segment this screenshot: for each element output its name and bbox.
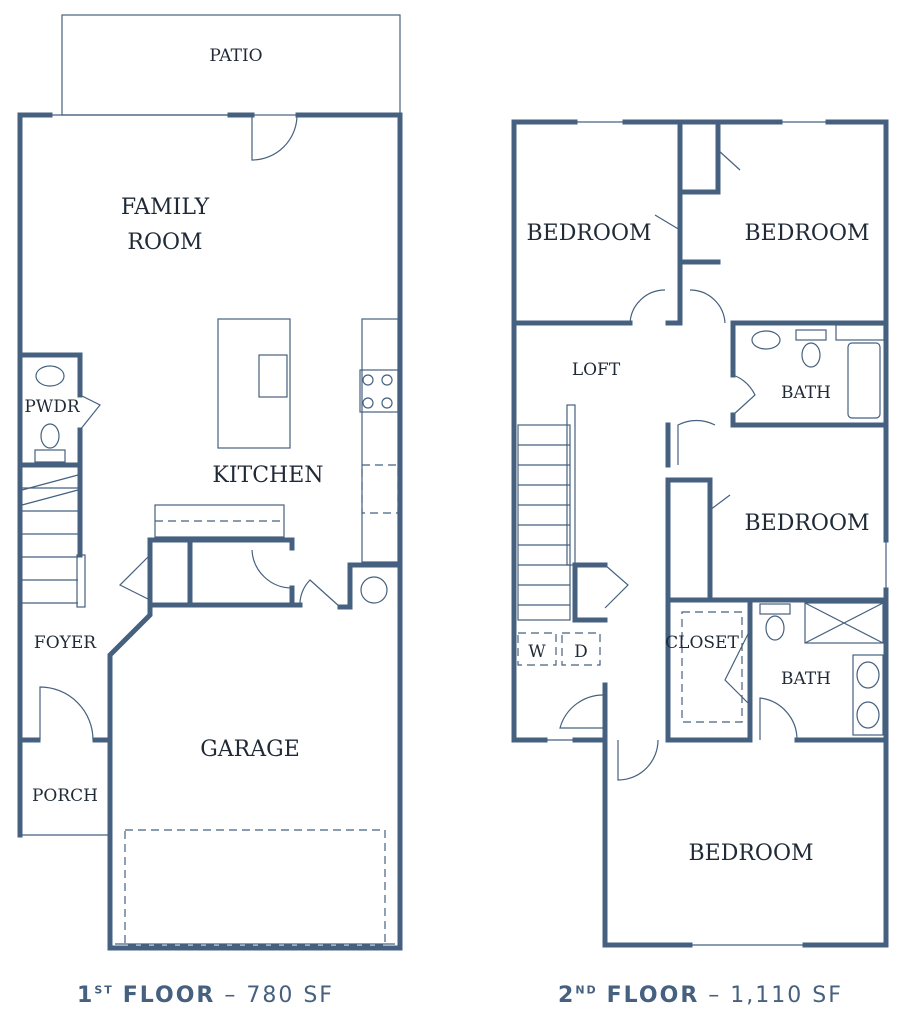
shower bbox=[804, 602, 884, 644]
patio-door bbox=[251, 114, 298, 161]
second-floor-plan: W D BEDROOM BEDROOM LOFT BATH BEDROOM CL… bbox=[511, 119, 889, 948]
label-loft: LOFT bbox=[572, 360, 621, 380]
caption-suffix: ND bbox=[575, 983, 598, 997]
counter bbox=[361, 318, 399, 563]
washer bbox=[517, 632, 557, 666]
pwdr-door bbox=[79, 394, 101, 431]
pwdr-sink bbox=[35, 365, 65, 387]
caption-num: 1 bbox=[77, 983, 95, 1008]
label-porch: PORCH bbox=[32, 786, 98, 806]
closet-shelf bbox=[681, 611, 743, 723]
label-bedroom-1: BEDROOM bbox=[526, 221, 651, 246]
coat-closet-door bbox=[118, 554, 151, 601]
pantry-door bbox=[251, 549, 293, 589]
linen-door bbox=[604, 564, 629, 609]
label-bath-1: BATH bbox=[781, 383, 831, 403]
water-heater bbox=[360, 576, 388, 604]
label-family: FAMILY bbox=[121, 195, 210, 220]
range bbox=[359, 369, 399, 413]
label-bedroom-3: BEDROOM bbox=[744, 511, 869, 536]
label-patio: PATIO bbox=[209, 46, 262, 66]
label-family-room: ROOM bbox=[127, 230, 202, 255]
label-closet: CLOSET bbox=[665, 633, 739, 653]
kitchen-island bbox=[217, 318, 291, 449]
closet-doors bbox=[654, 149, 741, 231]
bedroom-doors bbox=[629, 289, 726, 324]
first-floor-caption: 1ST FLOOR – 780 SF bbox=[77, 983, 334, 1008]
second-floor-caption: 2ND FLOOR – 1,110 SF bbox=[558, 983, 843, 1008]
second-floor-walls bbox=[511, 119, 889, 948]
double-vanity bbox=[852, 654, 884, 736]
caption-num: 2 bbox=[558, 983, 576, 1008]
caption-area: – 1,110 SF bbox=[708, 983, 843, 1008]
label-dryer: D bbox=[574, 642, 588, 662]
label-foyer: FOYER bbox=[34, 633, 97, 653]
caption-suffix: ST bbox=[94, 983, 114, 997]
bath-door bbox=[732, 374, 756, 416]
bath2-door bbox=[759, 697, 798, 741]
label-garage: GARAGE bbox=[200, 737, 300, 762]
first-floor-stairs bbox=[21, 474, 86, 608]
pwdr-toilet bbox=[40, 423, 60, 449]
label-bedroom-4: BEDROOM bbox=[688, 841, 813, 866]
garage-entry-door bbox=[299, 579, 341, 608]
dryer bbox=[561, 632, 601, 666]
loft-stairs bbox=[517, 424, 571, 621]
bath-toilet bbox=[801, 342, 821, 368]
caption-area: – 780 SF bbox=[224, 983, 334, 1008]
label-pwdr: PWDR bbox=[24, 397, 81, 417]
label-washer: W bbox=[528, 642, 546, 662]
fridge bbox=[361, 464, 399, 514]
bath-sink bbox=[751, 330, 781, 350]
bath2-toilet bbox=[765, 615, 785, 641]
bedroom3-door bbox=[677, 419, 716, 465]
label-kitchen: KITCHEN bbox=[212, 463, 323, 488]
label-bedroom-2: BEDROOM bbox=[744, 221, 869, 246]
closet-door bbox=[724, 629, 751, 706]
first-floor-walls bbox=[17, 112, 403, 951]
sink bbox=[258, 354, 288, 398]
loft-doors bbox=[559, 694, 659, 781]
first-floor-plan: PATIO FAMILY ROOM KITCHEN PWDR FOYER POR… bbox=[17, 14, 403, 951]
garage-door bbox=[124, 829, 386, 946]
caption-floor: FLOOR bbox=[122, 983, 216, 1008]
bathtub bbox=[847, 342, 881, 419]
closet3-door bbox=[709, 494, 731, 511]
floor-plan: PATIO FAMILY ROOM KITCHEN PWDR FOYER POR… bbox=[17, 14, 889, 951]
label-bath-2: BATH bbox=[781, 669, 831, 689]
caption-floor: FLOOR bbox=[606, 983, 700, 1008]
front-door bbox=[39, 686, 94, 741]
